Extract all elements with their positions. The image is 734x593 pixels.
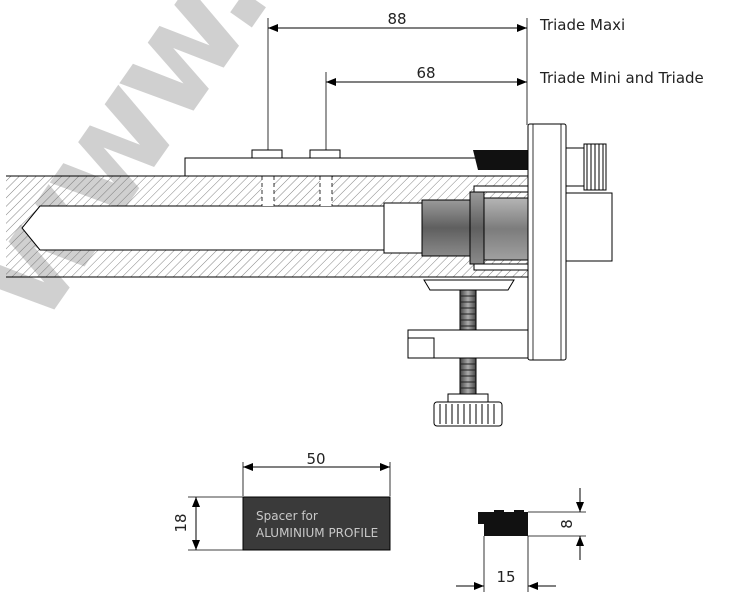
dim-50-label: 50 <box>306 450 325 468</box>
label-triade-mini: Triade Mini and Triade <box>539 69 704 87</box>
dimension-68: 68 <box>325 64 527 158</box>
clamp-assembly <box>407 279 529 427</box>
workpiece-board <box>6 175 528 278</box>
spacer-text-line1: Spacer for <box>256 509 318 523</box>
spacer-detail: 50 18 Spacer for ALUMINIUM PROFILE <box>172 450 391 551</box>
jig-fence <box>527 123 613 361</box>
dim-68-label: 68 <box>416 64 435 82</box>
label-triade-maxi: Triade Maxi <box>539 16 625 34</box>
dim-8-label: 8 <box>558 519 576 529</box>
drill-bit-assembly <box>383 185 529 271</box>
dimension-88: 88 <box>267 10 528 158</box>
dim-88-label: 88 <box>387 10 406 28</box>
spacer-block <box>242 496 391 551</box>
jig-top-plate <box>184 149 529 177</box>
spacer-text-line2: ALUMINIUM PROFILE <box>256 526 378 540</box>
dim-15-label: 15 <box>496 568 515 586</box>
profile-detail: 8 15 <box>456 488 586 592</box>
dim-18-label: 18 <box>172 513 190 532</box>
